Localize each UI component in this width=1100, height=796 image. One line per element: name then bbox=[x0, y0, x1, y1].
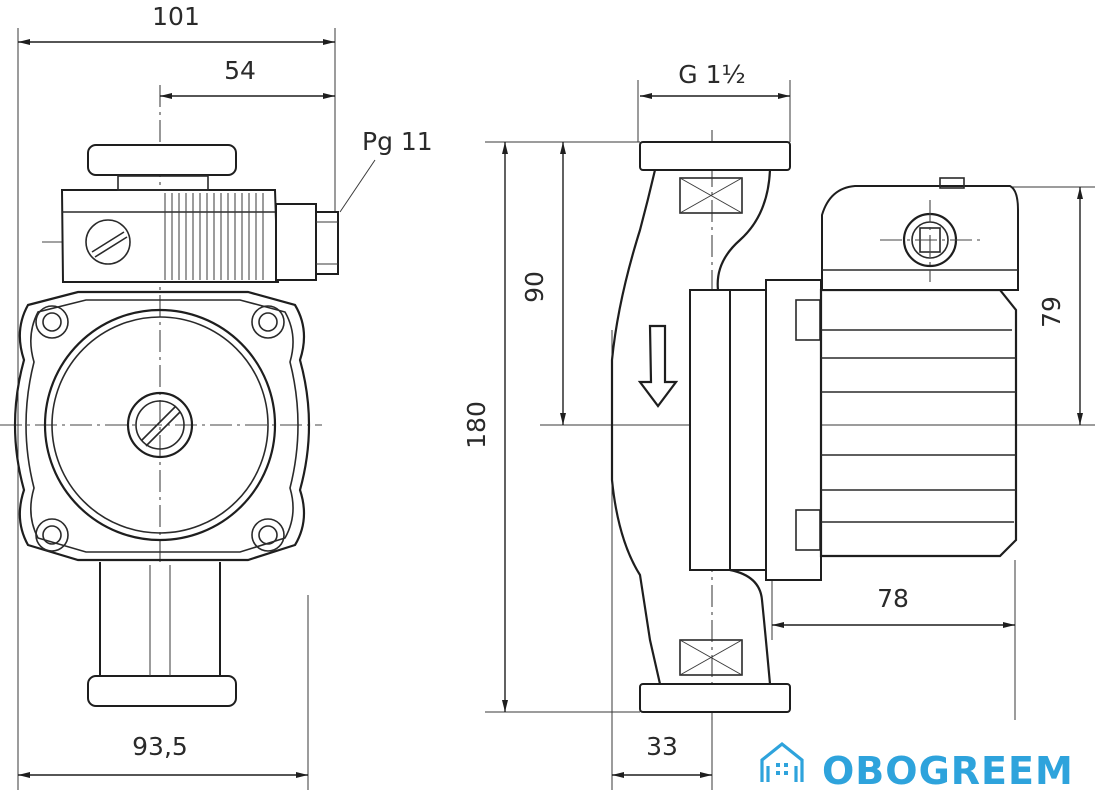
dim-thread: G 1½ bbox=[678, 60, 745, 89]
side-view: G 1½ 180 90 79 78 33 96 bbox=[462, 60, 1095, 790]
dim-motor-depth: 78 bbox=[877, 584, 909, 613]
front-view: 101 54 Pg 11 93,5 bbox=[0, 2, 433, 790]
logo-text: OBOGREEM bbox=[822, 749, 1074, 793]
dim-width-total: 101 bbox=[152, 2, 200, 31]
label-cable-gland: Pg 11 bbox=[362, 127, 433, 156]
dim-installation-length: 180 bbox=[462, 401, 491, 449]
house-icon bbox=[760, 741, 804, 782]
brand-logo: OBOGREEM bbox=[752, 728, 1100, 796]
dim-half-length: 90 bbox=[520, 271, 549, 303]
terminal-box-fins bbox=[164, 193, 264, 280]
dim-flange-offset: 33 bbox=[646, 732, 678, 761]
dim-base-width: 93,5 bbox=[132, 732, 188, 761]
dim-terminal-offset: 54 bbox=[224, 56, 256, 85]
dim-motor-height: 79 bbox=[1037, 296, 1066, 328]
motor-ribs bbox=[821, 329, 1016, 523]
